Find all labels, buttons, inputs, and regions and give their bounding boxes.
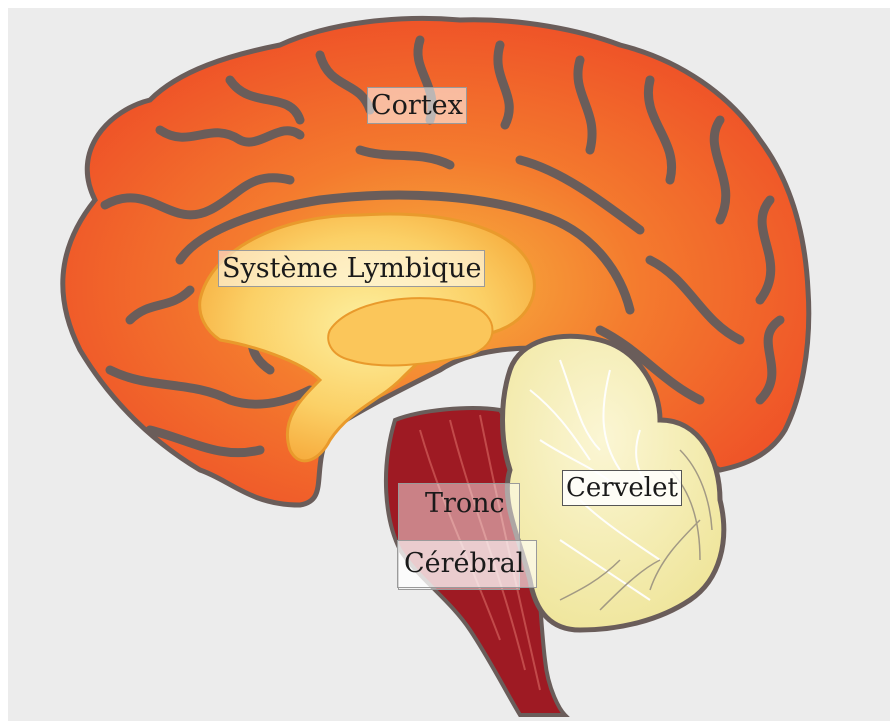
limbic-system-label: Système Lymbique bbox=[218, 250, 485, 287]
cortex-label: Cortex bbox=[367, 87, 467, 124]
brainstem-label-line1: Tronc bbox=[425, 490, 505, 517]
brainstem-label-line2: Cérébral bbox=[404, 550, 524, 577]
cerebellum-label: Cervelet bbox=[562, 470, 682, 506]
